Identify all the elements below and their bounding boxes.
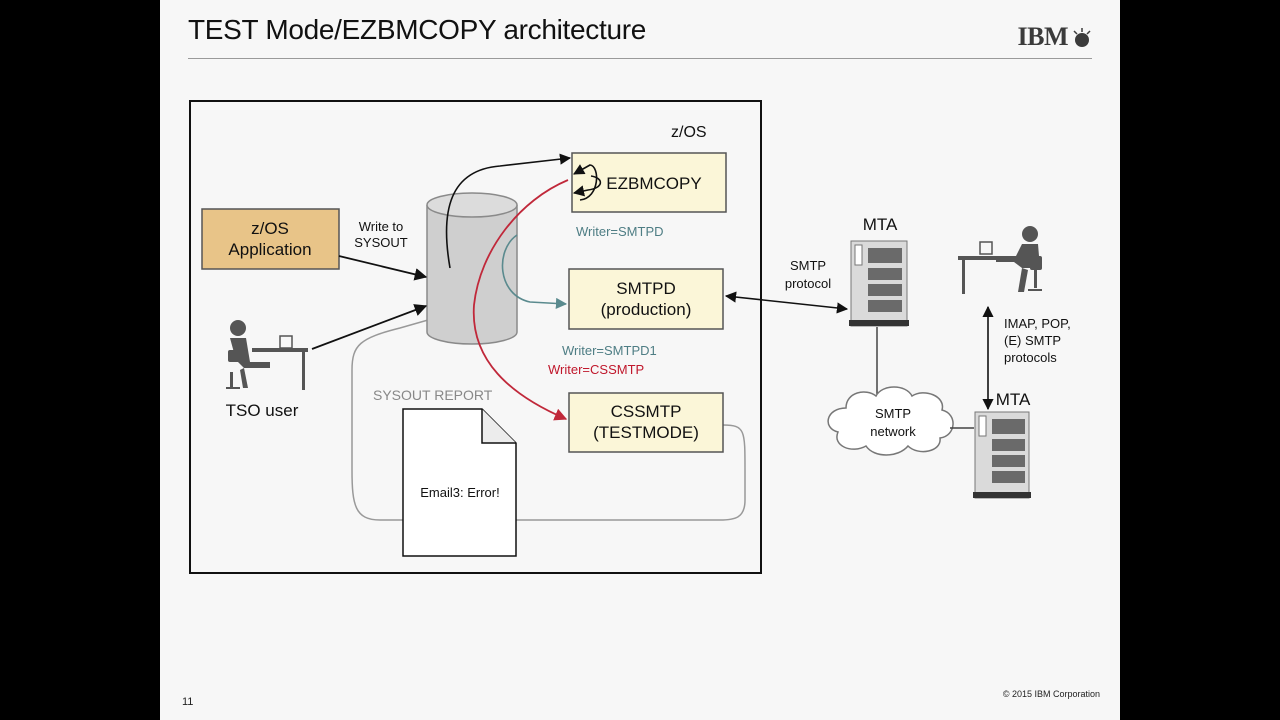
globe-icon — [1073, 28, 1091, 47]
cssmtp-red-path — [472, 179, 569, 421]
writer-smtpd1-label: Writer=SMTPD1 — [562, 343, 657, 358]
app-label: z/OS — [251, 219, 289, 238]
smtpd-label: SMTPD — [616, 279, 676, 298]
return-path — [351, 319, 746, 521]
tso-to-sysout-arrow — [311, 304, 428, 350]
protocols-label-2: (E) SMTP — [1004, 333, 1061, 348]
ezbmcopy-label: EZBMCOPY — [606, 174, 701, 193]
ibm-logo-text: IBM — [1017, 22, 1069, 51]
smtp-network-label: SMTP — [875, 406, 911, 421]
writer-smtpd-label: Writer=SMTPD — [576, 224, 664, 239]
zos-application-box — [201, 208, 340, 270]
ibm-logo: IBM — [1002, 22, 1092, 52]
smtpd-teal-path — [501, 234, 568, 310]
end-user-icon — [958, 226, 1042, 294]
app-to-sysout-arrow — [338, 255, 428, 281]
writer-cssmtp-label: Writer=CSSMTP — [548, 362, 644, 377]
cloud-icon — [827, 386, 954, 456]
tso-user-icon — [226, 320, 308, 390]
smtp-network-sublabel: network — [870, 424, 916, 439]
app-sublabel: Application — [228, 240, 311, 259]
title-divider — [188, 58, 1092, 59]
copyright: © 2015 IBM Corporation — [1002, 689, 1100, 699]
smtpd-mta-link — [724, 291, 849, 314]
mta-bottom-label: MTA — [996, 390, 1031, 409]
smtp-protocol-sublabel: protocol — [785, 276, 831, 291]
server-icon-2 — [973, 411, 1031, 499]
mta-top-label: MTA — [863, 215, 898, 234]
database-cylinder-icon — [426, 192, 518, 345]
smtpd-sublabel: (production) — [601, 300, 692, 319]
ezbmcopy-loop-b — [572, 175, 602, 197]
document-icon — [402, 408, 517, 557]
smtpd-box — [568, 268, 724, 330]
write-sublabel: SYSOUT — [354, 235, 408, 250]
smtp-protocol-label: SMTP — [790, 258, 826, 273]
tso-user-label: TSO user — [226, 401, 299, 420]
email-error-text: Email3: Error! — [420, 485, 499, 500]
server-icon — [849, 240, 909, 327]
write-label: Write to — [359, 219, 404, 234]
cssmtp-box — [568, 392, 724, 453]
protocols-label-3: protocols — [1004, 350, 1057, 365]
cssmtp-label: CSSMTP — [611, 402, 682, 421]
zos-label: z/OS — [671, 124, 707, 141]
sysout-report-label: SYSOUT REPORT — [373, 387, 493, 403]
page-number: 11 — [182, 696, 194, 708]
sysout-to-ezbmcopy-path — [445, 153, 572, 269]
cssmtp-sublabel: (TESTMODE) — [593, 423, 699, 442]
protocols-label-1: IMAP, POP, — [1004, 316, 1071, 331]
ezbmcopy-box — [571, 152, 727, 213]
slide-title: TEST Mode/EZBMCOPY architecture — [188, 14, 647, 45]
ezbmcopy-loop-a — [573, 164, 598, 201]
